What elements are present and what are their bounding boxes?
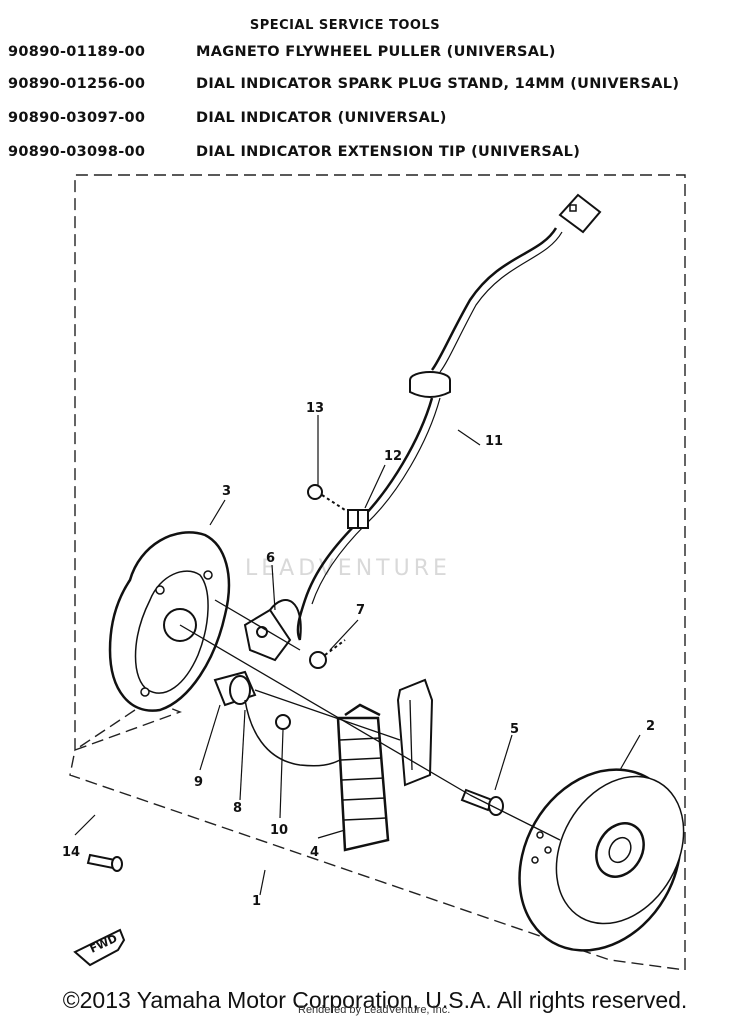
callout-5: 5 [510, 722, 519, 737]
tool-description: MAGNETO FLYWHEEL PULLER (UNIVERSAL) [196, 44, 556, 60]
tool-description: DIAL INDICATOR EXTENSION TIP (UNIVERSAL) [196, 144, 581, 160]
tool-part-number: 90890-03098-00 [8, 144, 146, 160]
tool-description: DIAL INDICATOR (UNIVERSAL) [196, 110, 447, 126]
breaker-screw [309, 639, 346, 669]
callout-13: 13 [306, 401, 324, 416]
rendered-by: Rendered by LeadVenture, Inc. [298, 1004, 451, 1016]
page-title: SPECIAL SERVICE TOOLS [249, 18, 441, 33]
watermark: LEADVENTURE [245, 556, 451, 581]
clamp-screw [307, 484, 346, 511]
tool-part-number: 90890-01256-00 [8, 76, 146, 92]
callout-14: 14 [62, 845, 80, 860]
fwd-arrow: FWD [73, 928, 126, 967]
callout-labels: 1 2 3 4 5 6 7 8 9 10 11 12 13 14 [62, 401, 655, 909]
leader-lines [74, 415, 641, 896]
condenser [213, 670, 341, 767]
wire-clamp [347, 509, 369, 529]
flywheel-rotor [518, 768, 685, 952]
tool-part-number: 90890-01189-00 [8, 44, 146, 60]
assembly-boundary [69, 174, 686, 971]
condenser-screw [275, 714, 291, 730]
lighting-coil-bracket [396, 678, 434, 787]
tool-part-number: 90890-03097-00 [8, 110, 146, 126]
callout-8: 8 [233, 801, 242, 816]
base-plate-screw [86, 853, 123, 872]
tool-description: DIAL INDICATOR SPARK PLUG STAND, 14MM (U… [196, 76, 680, 92]
assembly-axis-lines [179, 599, 561, 841]
copyright-notice: ©2013 Yamaha Motor Corporation, U.S.A. A… [62, 987, 688, 1013]
ignition-coil [336, 703, 390, 852]
callout-11: 11 [485, 434, 503, 449]
contact-breaker [243, 599, 302, 662]
callout-12: 12 [384, 449, 402, 464]
callout-10: 10 [270, 823, 288, 838]
wire-harness [296, 193, 602, 641]
callout-1: 1 [252, 894, 261, 909]
callout-6: 6 [266, 551, 275, 566]
callout-2: 2 [646, 719, 655, 734]
callout-4: 4 [310, 845, 319, 860]
callout-9: 9 [194, 775, 203, 790]
stator-base-plate [108, 531, 231, 712]
callout-7: 7 [356, 603, 365, 618]
callout-3: 3 [222, 484, 231, 499]
